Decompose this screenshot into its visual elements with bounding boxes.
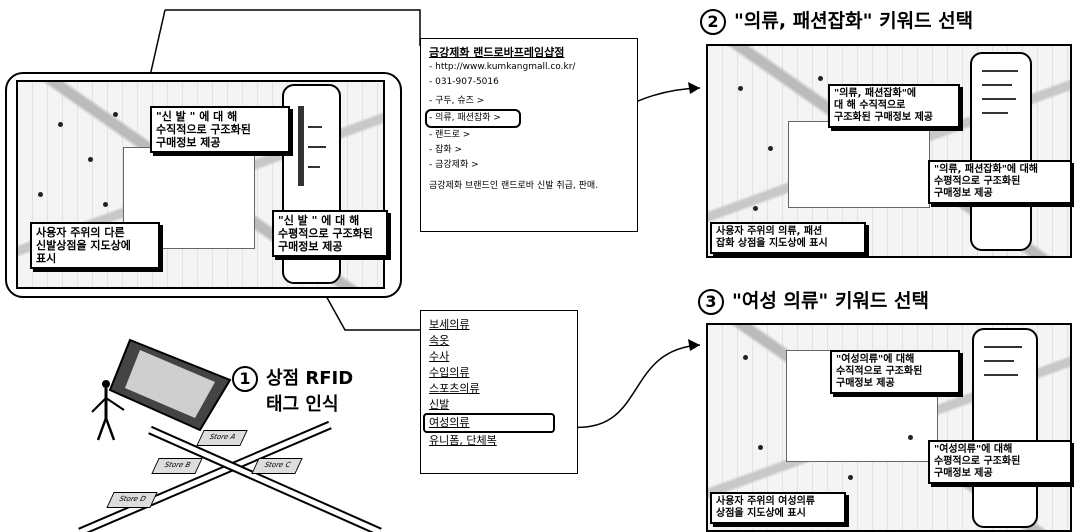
step3-number: 3 (698, 289, 724, 315)
store-info-item[interactable]: - 잡화 > (429, 143, 629, 158)
step1-label: 1 상점 RFID 태그 인식 (232, 366, 353, 418)
step3-horizontal-callout: "여성의류"에 대해 수평적으로 구조화된 구매정보 제공 (928, 440, 1072, 484)
step2-vertical-callout: "의류, 패션잡화"에 대 해 수직적으로 구조화된 구매정보 제공 (828, 84, 960, 128)
step2-popup (788, 121, 930, 208)
store-d: Store D (106, 492, 157, 508)
store-a: Store A (196, 430, 247, 446)
step2-sidebar (970, 52, 1032, 251)
step1-number: 1 (232, 366, 258, 392)
store-info-item[interactable]: - 랜드로 > (429, 128, 629, 143)
store-info-desc: 금강제화 브랜드인 랜드로바 신발 취급, 판매. (429, 179, 629, 194)
step2-nearby-callout: 사용자 주위의 의류, 패션 잡화 상점을 지도상에 표시 (710, 222, 866, 254)
step2-heading-text: "의류, 패션잡화" 키워드 선택 (734, 10, 973, 32)
step2-horizontal-callout: "의류, 패션잡화"에 대해 수평적으로 구조화된 구매정보 제공 (928, 160, 1072, 204)
category-item[interactable]: 속옷 (429, 333, 569, 349)
step2-number: 2 (700, 9, 726, 35)
category-item[interactable]: 스포츠의류 (429, 381, 569, 397)
category-item[interactable]: 신발 (429, 397, 569, 413)
store-info-item[interactable]: - 금강제화 > (429, 158, 629, 173)
store-info-url[interactable]: - http://www.kumkangmall.co.kr/ (429, 60, 629, 75)
step3-nearby-callout: 사용자 주위의 여성의류 상점을 지도상에 표시 (710, 492, 846, 524)
step3-heading-text: "여성 의류" 키워드 선택 (732, 290, 929, 312)
category-menu: 보세의류 속옷 수사 수입의류 스포츠의류 신발 여성의류 유니폼, 단체복 (420, 310, 578, 474)
store-info-item[interactable]: - 구두, 슈즈 > (429, 94, 629, 109)
store-info-item-selected[interactable]: - 의류, 패션잡화 > (425, 109, 521, 128)
category-item-selected[interactable]: 여성의류 (423, 413, 555, 433)
main-horizontal-callout: "신 발 " 에 대 해 수평적으로 구조화된 구매정보 제공 (272, 210, 388, 257)
store-info-title: 금강제화 랜드로바프레임샵점 (429, 45, 629, 60)
store-c: Store C (251, 458, 302, 474)
category-item[interactable]: 수입의류 (429, 365, 569, 381)
step1-line1: 상점 RFID (266, 368, 353, 389)
store-b: Store B (151, 458, 202, 474)
step2-heading: 2 "의류, 패션잡화" 키워드 선택 (700, 6, 973, 35)
main-vertical-callout: "신 발 " 에 대 해 수직적으로 구조화된 구매정보 제공 (150, 106, 290, 153)
step1-line2: 태그 인식 (266, 394, 339, 415)
rfid-scene-illustration (0, 300, 420, 532)
store-info-box: 금강제화 랜드로바프레임샵점 - http://www.kumkangmall.… (420, 38, 638, 232)
step3-heading: 3 "여성 의류" 키워드 선택 (698, 286, 929, 315)
store-info-phone: - 031-907-5016 (429, 75, 629, 90)
step3-sidebar (972, 328, 1038, 528)
step3-vertical-callout: "여성의류"에 대해 수직적으로 구조화된 구매정보 제공 (830, 350, 960, 394)
category-item[interactable]: 유니폼, 단체복 (429, 433, 569, 449)
category-item[interactable]: 수사 (429, 349, 569, 365)
main-nearby-callout: 사용자 주위의 다른 신발상점을 지도상에 표시 (30, 222, 160, 269)
category-item[interactable]: 보세의류 (429, 317, 569, 333)
